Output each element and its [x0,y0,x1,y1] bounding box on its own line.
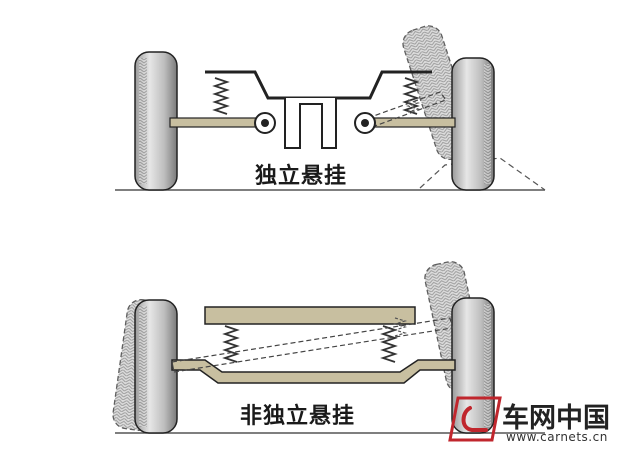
right-spring-bottom [380,325,398,363]
tilted-axle-ghost-bottom [171,317,453,373]
dependent-suspension-label: 非独立悬挂 [240,404,356,429]
left-spring-top [212,77,230,115]
watermark-brand: 车网中国 [502,403,610,434]
left-half-axle [169,117,266,128]
carnets-logo-icon [448,396,502,442]
watermark-url: www.carnets.cn [506,430,608,444]
body-plate [204,306,416,325]
right-half-axle [364,117,456,128]
right-spring-top [402,77,420,115]
independent-suspension-label: 独立悬挂 [255,164,348,189]
solid-axle [171,359,456,384]
body-frame-top [205,70,432,100]
independent-suspension-diagram [115,25,546,191]
left-spring-bottom [222,325,240,363]
